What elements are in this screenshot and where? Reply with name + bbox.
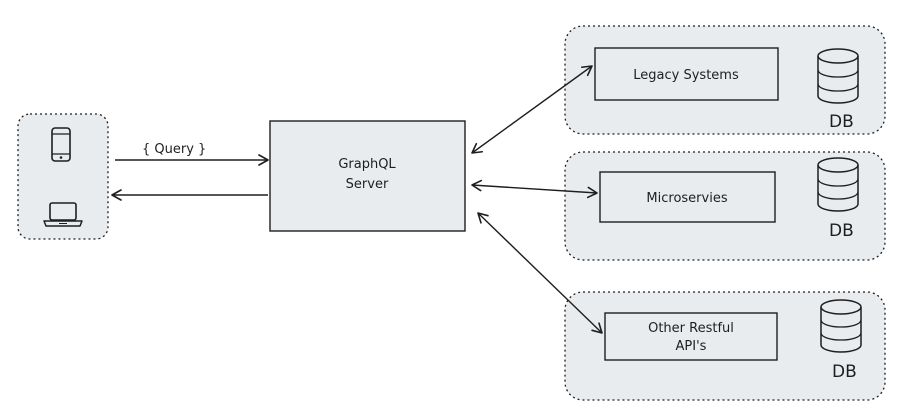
query-label: { Query } (142, 142, 206, 157)
other-restful-apis-label-line2: API's (676, 339, 707, 354)
laptop-icon (43, 202, 83, 227)
database-icon (817, 157, 859, 212)
server-label-line1: GraphQL (338, 157, 396, 172)
server-label-line2: Server (346, 177, 389, 192)
server-legacy-edge (471, 65, 593, 154)
server-microservices-edge (471, 179, 598, 199)
other-restful-apis-node: Other Restful API's (604, 312, 778, 361)
microservices-group: Microservies DB (564, 151, 886, 261)
db-label: DB (829, 112, 854, 132)
db-label: DB (829, 221, 854, 241)
client-group (17, 113, 109, 240)
other-restful-apis-label-line1: Other Restful (648, 321, 734, 336)
legacy-systems-label: Legacy Systems (633, 68, 739, 83)
server-other-apis-edge (477, 212, 603, 334)
graphql-server-node: GraphQL Server (269, 120, 466, 232)
legacy-systems-node: Legacy Systems (594, 47, 779, 101)
db-label: DB (832, 362, 857, 382)
database-icon (817, 48, 859, 104)
microservices-node: Microservies (599, 171, 776, 223)
legacy-systems-group: Legacy Systems DB (564, 25, 886, 135)
microservices-label: Microservies (646, 191, 727, 206)
database-icon (820, 299, 862, 353)
query-edge: { Query } (115, 142, 269, 166)
smartphone-icon (51, 127, 71, 162)
other-restful-apis-group: Other Restful API's DB (564, 291, 886, 401)
